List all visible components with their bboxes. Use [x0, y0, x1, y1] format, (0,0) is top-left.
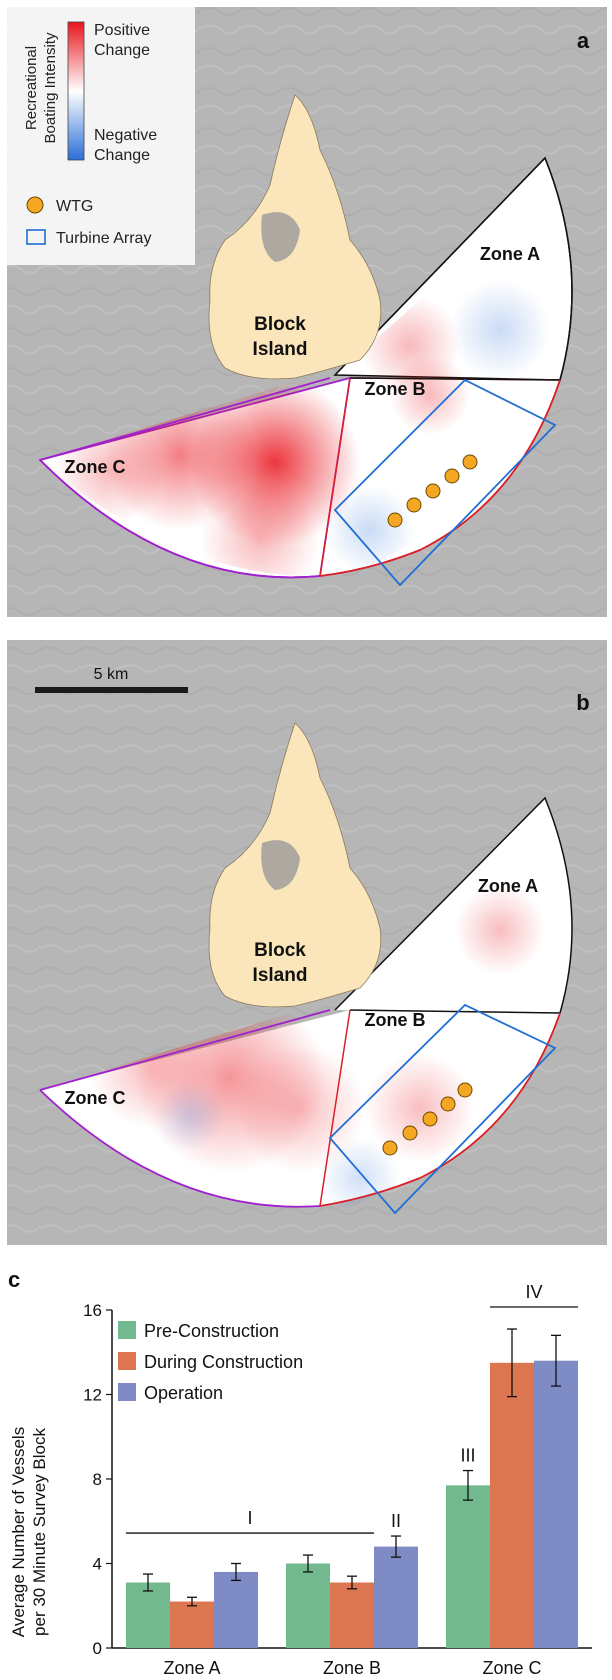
island-label-line2: Island [253, 339, 308, 360]
x-tick-label: Zone C [482, 1658, 541, 1678]
legend-title-line1: Recreational [23, 46, 40, 130]
bar [446, 1485, 490, 1648]
bar [374, 1546, 418, 1648]
legend-label: Pre-Construction [144, 1321, 279, 1341]
y-tick-label: 4 [93, 1555, 102, 1574]
bar [170, 1601, 214, 1648]
bar [214, 1571, 258, 1648]
zone-c-label: Zone C [65, 457, 126, 477]
bar [490, 1362, 534, 1648]
panel-a-letter: a [577, 28, 590, 53]
y-tick-label: 0 [93, 1639, 102, 1658]
legend-label: During Construction [144, 1352, 303, 1372]
bar [330, 1582, 374, 1648]
zone-c-label: Zone C [65, 1088, 126, 1108]
array-legend-icon [26, 229, 46, 245]
panel-c-letter: c [8, 1267, 20, 1292]
legend-swatch [118, 1321, 136, 1339]
y-tick-label: 16 [83, 1301, 102, 1320]
y-tick-label: 8 [93, 1470, 102, 1489]
island-label-line1: Block [254, 314, 306, 335]
legend-swatch [118, 1383, 136, 1401]
bar [286, 1563, 330, 1648]
group-label-I: I [247, 1508, 252, 1528]
turbine-array-outline [333, 378, 557, 587]
zone-a-label: Zone A [478, 876, 538, 896]
legend-title-line2: Boating Intensity [42, 32, 59, 143]
y-axis-label-line2: per 30 Minute Survey Block [30, 1428, 49, 1636]
legend-negative-line1: Negative [94, 127, 157, 144]
turbine-array-outline [328, 1003, 557, 1215]
bar [126, 1582, 170, 1648]
legend-array-label: Turbine Array [56, 230, 151, 247]
bar-chart-panel-c: c Average Number of Vessels per 30 Minut… [8, 1267, 592, 1678]
legend-swatch [118, 1352, 136, 1370]
map-panel-a: Block Island Zone A Zone B Zone C a Recr… [7, 7, 607, 617]
group-label-II: II [391, 1511, 401, 1531]
scale-bar: 5 km [35, 666, 188, 693]
island-label-line2: Island [253, 965, 308, 986]
legend-label: Operation [144, 1383, 223, 1403]
y-tick-label: 12 [83, 1386, 102, 1405]
y-axis-label-line1: Average Number of Vessels [9, 1427, 28, 1637]
chart-bars: Zone A Zone B Zone C [126, 1328, 578, 1678]
island-label-line1: Block [254, 940, 306, 961]
legend-positive-line2: Change [94, 42, 150, 59]
legend-positive-line1: Positive [94, 22, 150, 39]
x-tick-label: Zone A [163, 1658, 220, 1678]
color-scale-bar [67, 21, 85, 161]
wtg-markers [382, 1082, 473, 1156]
legend-negative-line2: Change [94, 147, 150, 164]
scale-bar-label: 5 km [94, 666, 129, 683]
legend-wtg-label: WTG [56, 198, 93, 215]
zone-b-label: Zone B [365, 1010, 426, 1030]
map-legend: Recreational Boating Intensity Positive … [7, 7, 195, 265]
map-panel-b: Block Island Zone A Zone B Zone C b 5 km [7, 640, 607, 1245]
zone-a-label: Zone A [480, 244, 540, 264]
x-tick-label: Zone B [323, 1658, 381, 1678]
zone-b-label: Zone B [365, 379, 426, 399]
panel-b-letter: b [576, 690, 589, 715]
wtg-markers [387, 454, 478, 528]
bar [534, 1360, 578, 1648]
group-label-IV: IV [525, 1282, 542, 1302]
group-label-III: III [460, 1446, 475, 1466]
wtg-legend-icon [26, 196, 44, 214]
